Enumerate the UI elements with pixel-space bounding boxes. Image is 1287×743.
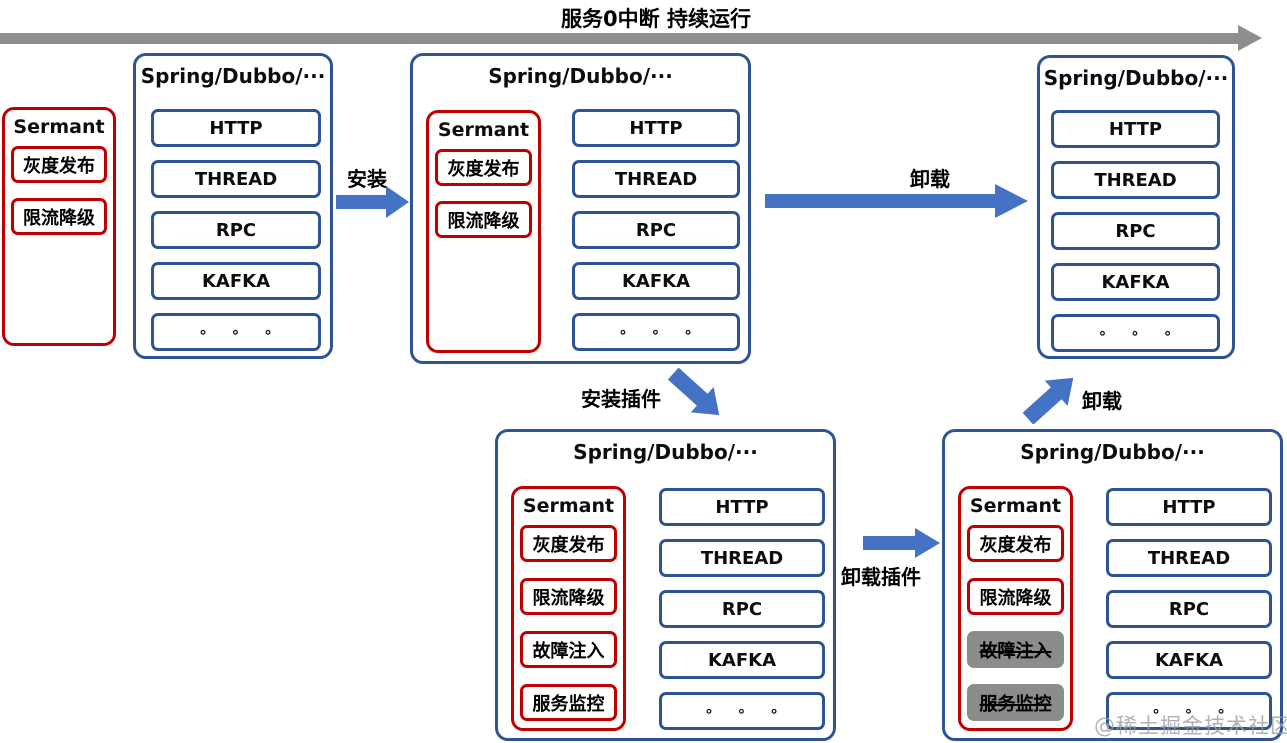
- uninstall-arrow-icon: [765, 184, 1028, 218]
- plugin-gray-release: 灰度发布: [520, 525, 617, 562]
- service-kafka: KAFKA: [151, 262, 321, 300]
- service-ellipsis: ∘ ∘ ∘: [572, 313, 740, 351]
- plugin-list: 灰度发布 限流降级: [5, 146, 113, 235]
- app-box-top-left: Spring/Dubbo/··· HTTP THREAD RPC KAFKA ∘…: [133, 53, 333, 359]
- service-list: HTTP THREAD RPC KAFKA ∘ ∘ ∘: [659, 488, 825, 730]
- uninstall-bottom-label: 卸载: [1082, 389, 1122, 413]
- install-plugins-arrow-icon: [667, 367, 720, 416]
- sermant-title: Sermant: [13, 116, 105, 138]
- sermant-box: Sermant 灰度发布 限流降级: [426, 110, 541, 353]
- app-title: Spring/Dubbo/···: [488, 64, 673, 88]
- service-list: HTTP THREAD RPC KAFKA ∘ ∘ ∘: [151, 109, 321, 351]
- service-kafka: KAFKA: [572, 262, 740, 300]
- service-thread: THREAD: [572, 160, 740, 198]
- service-list: HTTP THREAD RPC KAFKA ∘ ∘ ∘: [1106, 488, 1272, 730]
- service-list: HTTP THREAD RPC KAFKA ∘ ∘ ∘: [1051, 110, 1220, 352]
- plugin-gray-release: 灰度发布: [435, 149, 532, 186]
- service-rpc: RPC: [572, 211, 740, 249]
- plugin-service-monitor: 服务监控: [520, 684, 617, 721]
- plugin-gray-release: 灰度发布: [11, 146, 107, 183]
- service-ellipsis: ∘ ∘ ∘: [1106, 692, 1272, 730]
- plugin-flow-control: 限流降级: [435, 201, 532, 238]
- service-thread: THREAD: [1106, 539, 1272, 577]
- plugin-flow-control: 限流降级: [520, 578, 617, 615]
- sermant-title: Sermant: [969, 495, 1062, 517]
- service-http: HTTP: [1106, 488, 1272, 526]
- app-title: Spring/Dubbo/···: [140, 64, 326, 88]
- app-box-top-right: Spring/Dubbo/··· HTTP THREAD RPC KAFKA ∘…: [1037, 55, 1235, 359]
- service-list: HTTP THREAD RPC KAFKA ∘ ∘ ∘: [572, 109, 740, 351]
- service-thread: THREAD: [659, 539, 825, 577]
- app-box-bottom-right: Spring/Dubbo/··· Sermant 灰度发布 限流降级 故障注入 …: [942, 429, 1283, 741]
- app-title: Spring/Dubbo/···: [573, 440, 758, 464]
- service-http: HTTP: [151, 109, 321, 147]
- uninstall-plugins-label: 卸载插件: [841, 565, 921, 589]
- plugin-flow-control: 限流降级: [967, 578, 1064, 615]
- service-ellipsis: ∘ ∘ ∘: [1051, 314, 1220, 352]
- watermark: @稀土掘金技术社区: [1094, 714, 1287, 738]
- service-thread: THREAD: [151, 160, 321, 198]
- app-box-bottom-middle: Spring/Dubbo/··· Sermant 灰度发布 限流降级 故障注入 …: [495, 429, 836, 741]
- service-rpc: RPC: [151, 211, 321, 249]
- uninstall-plugins-arrow-icon: [863, 528, 940, 558]
- sermant-box: Sermant 灰度发布 限流降级 故障注入 服务监控: [958, 486, 1073, 731]
- app-box-top-middle: Spring/Dubbo/··· Sermant 灰度发布 限流降级 HTTP …: [410, 53, 751, 364]
- service-http: HTTP: [1051, 110, 1220, 148]
- install-label: 安装: [347, 167, 387, 191]
- service-rpc: RPC: [1106, 590, 1272, 628]
- plugin-list: 灰度发布 限流降级 故障注入 服务监控: [514, 525, 623, 721]
- service-http: HTTP: [659, 488, 825, 526]
- sermant-box: Sermant 灰度发布 限流降级 故障注入 服务监控: [511, 486, 626, 731]
- sermant-title: Sermant: [437, 119, 530, 141]
- service-rpc: RPC: [1051, 212, 1220, 250]
- service-rpc: RPC: [659, 590, 825, 628]
- plugin-fault-injection: 故障注入: [520, 631, 617, 668]
- plugin-list: 灰度发布 限流降级: [429, 149, 538, 238]
- service-kafka: KAFKA: [1051, 263, 1220, 301]
- install-plugins-label: 安装插件: [581, 387, 661, 411]
- app-title: Spring/Dubbo/···: [1020, 440, 1205, 464]
- service-thread: THREAD: [1051, 161, 1220, 199]
- plugin-list: 灰度发布 限流降级 故障注入 服务监控: [961, 525, 1070, 721]
- service-kafka: KAFKA: [1106, 641, 1272, 679]
- service-ellipsis: ∘ ∘ ∘: [659, 692, 825, 730]
- timeline-title: 服务0中断 持续运行: [561, 7, 751, 31]
- plugin-service-monitor-removed: 服务监控: [967, 684, 1064, 721]
- plugin-flow-control: 限流降级: [11, 198, 107, 235]
- app-title: Spring/Dubbo/···: [1043, 66, 1229, 90]
- plugin-gray-release: 灰度发布: [967, 525, 1064, 562]
- plugin-fault-injection-removed: 故障注入: [967, 631, 1064, 668]
- uninstall-bottom-arrow-icon: [1022, 377, 1074, 424]
- uninstall-top-label: 卸载: [910, 167, 950, 191]
- service-http: HTTP: [572, 109, 740, 147]
- standalone-sermant-box: Sermant 灰度发布 限流降级: [2, 107, 116, 346]
- timeline-arrow-head-icon: [1238, 25, 1262, 51]
- install-arrow-icon: [336, 186, 409, 218]
- service-ellipsis: ∘ ∘ ∘: [151, 313, 321, 351]
- service-kafka: KAFKA: [659, 641, 825, 679]
- timeline-arrow-body: [0, 33, 1238, 44]
- sermant-title: Sermant: [522, 495, 615, 517]
